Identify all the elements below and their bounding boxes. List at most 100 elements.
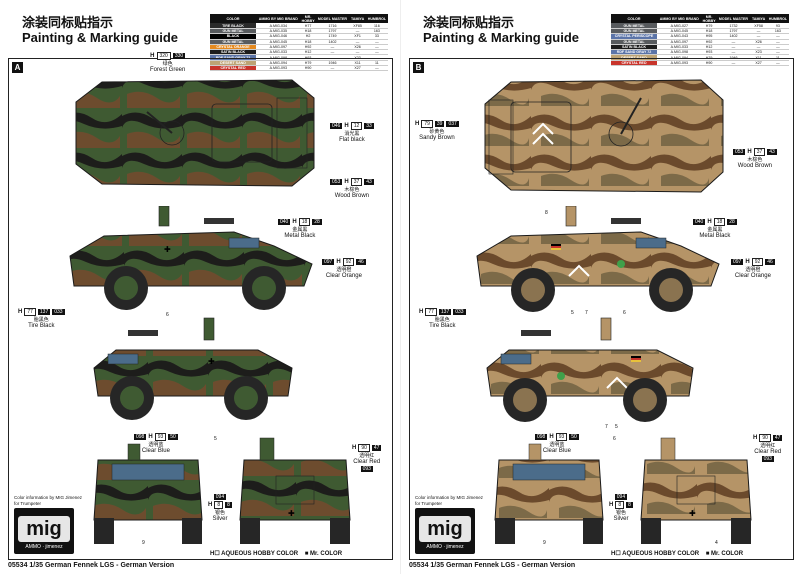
humbrol-code: — [766, 60, 789, 67]
ammo-code: A.MIG-093 [657, 60, 702, 67]
vehicle-front-view [494, 443, 604, 544]
color-name: GUN METAL [611, 39, 657, 45]
mr-hobby-code: H92 [701, 39, 717, 45]
svg-text:✚: ✚ [288, 509, 295, 518]
mr-hobby-code: H90 [300, 65, 316, 72]
model-master-code: — [315, 65, 350, 72]
model-master-code: — [716, 44, 751, 51]
model-master-code: — [716, 39, 751, 45]
model-master-code: 1797 [315, 28, 350, 35]
ammo-code: A.MIG-098 [657, 49, 702, 56]
color-name: BLACK [210, 33, 256, 40]
humbrol-code: — [766, 39, 789, 45]
part-number: 9 [142, 540, 145, 546]
part-number: 7 [585, 310, 588, 316]
vehicle-front-view [93, 443, 203, 544]
mr-hobby-code: H95 [701, 33, 717, 40]
part-number: 6 [623, 310, 626, 316]
vehicle-side-view-left [476, 206, 720, 312]
model-master-code: 1402 [315, 39, 350, 45]
mr-hobby-code: H2 [300, 33, 316, 40]
ammo-code: A.MIG-097 [256, 44, 301, 51]
sheet-a: 涂装同标贴指示 Painting & Marking guide COLOR A… [8, 14, 393, 569]
vehicle-top-view [484, 79, 724, 193]
tamiya-code: X11 [750, 54, 767, 61]
tamiya-code: — [750, 44, 767, 51]
part-number: 4 [715, 540, 718, 546]
tamiya-code: — [349, 28, 366, 35]
mig-logo: mig AMMO · jimenez [415, 508, 475, 554]
mr-hobby-code: H18 [300, 28, 316, 35]
tamiya-code: — [750, 33, 767, 40]
title-english: Painting & Marking guide [22, 30, 179, 45]
ammo-code: A.MIG-035 [256, 28, 301, 35]
tamiya-code: X26 [750, 39, 767, 45]
tamiya-code: XF85 [349, 23, 366, 30]
header-humbrol: HUMBROL [365, 14, 388, 24]
header-ammo: AMMO BY MIG BRAND [256, 14, 301, 24]
model-master-code: 1749 [315, 33, 350, 40]
part-number: 6 [166, 312, 169, 318]
vehicle-rear-view: ✚ [640, 437, 752, 544]
mr-hobby-code: H18 [300, 39, 316, 45]
tamiya-code: — [349, 39, 366, 45]
mr-hobby-code: H79 [300, 60, 316, 67]
scheme-letter: A [12, 62, 23, 73]
title-chinese: 涂装同标贴指示 [423, 16, 515, 31]
header-tamiya: TAMIYA [349, 14, 366, 24]
mr-hobby-code: H12 [300, 49, 316, 56]
color-table: COLOR AMMO BY MIG BRAND MR. HOBBY MODEL … [210, 14, 388, 72]
footer-title: 05534 1/35 German Fennek LGS - German Ve… [8, 562, 175, 569]
ammo-code: A.MIG-046 [256, 33, 301, 40]
part-number: 9 [543, 540, 546, 546]
tamiya-code: — [750, 28, 767, 35]
color-name: SATIN BLACK [611, 44, 657, 51]
color-name: SATIN BLACK [210, 49, 256, 56]
part-number: 8 [545, 210, 548, 216]
humbrol-code: — [365, 65, 388, 72]
humbrol-code: — [365, 44, 388, 51]
drawing-frame [8, 58, 393, 560]
humbrol-code: — [766, 33, 789, 40]
ammo-code: A.MIG-098 [256, 54, 301, 61]
mr-hobby-code: H92 [300, 44, 316, 51]
humbrol-code: — [766, 44, 789, 51]
humbrol-code: 11 [766, 54, 789, 61]
color-name: GUN METAL [611, 23, 657, 30]
tamiya-code: XF58 [750, 23, 767, 30]
humbrol-code: — [365, 49, 388, 56]
humbrol-code: — [365, 54, 388, 61]
model-master-code: 1946 [716, 54, 751, 61]
ammo-code: A.MIG-094 [657, 54, 702, 61]
humbrol-code: 93 [766, 23, 789, 30]
paint-legend: H☐ AQUEOUS HOBBY COLOR ■ Mr. COLOR [210, 551, 343, 557]
mr-hobby-code: H90 [701, 60, 717, 67]
tamiya-code: X26 [349, 44, 366, 51]
credit-note: Color information by MIG Jimenez for Tru… [14, 495, 83, 506]
ammo-code: A.MIG-093 [256, 65, 301, 72]
header-mr-hobby: MR. HOBBY [701, 14, 717, 24]
header-humbrol: HUMBROL [766, 14, 789, 24]
part-number: 7 [605, 424, 608, 430]
credit-note: Color information by MIG Jimenez for Tru… [415, 495, 484, 506]
vehicle-side-view-right [486, 317, 694, 422]
color-name: CRYSTAL PERISCOPE [611, 33, 657, 40]
ammo-code: A.MIG-045 [256, 39, 301, 45]
sheet-b: 涂装同标贴指示 Painting & Marking guide COLOR A… [400, 0, 800, 574]
humbrol-code: 163 [766, 28, 789, 35]
